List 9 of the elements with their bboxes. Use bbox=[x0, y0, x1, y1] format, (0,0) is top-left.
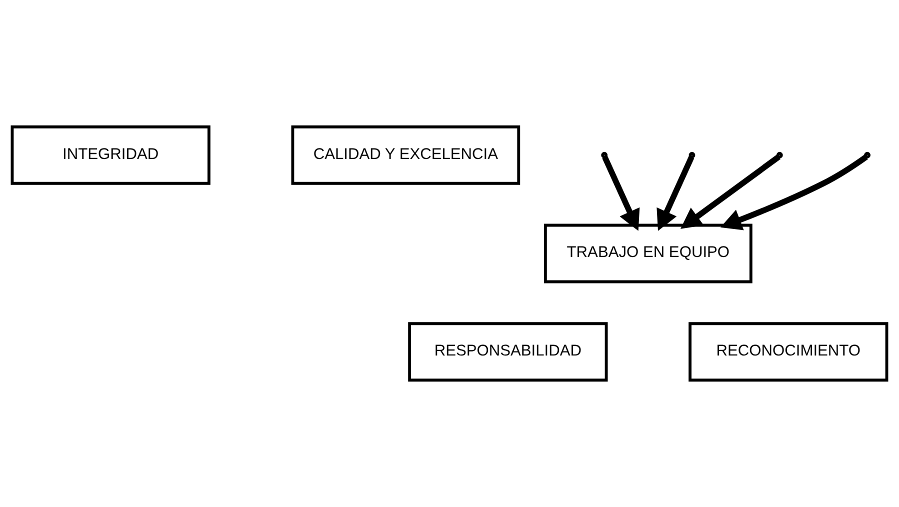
arrow bbox=[656, 156, 694, 231]
node-box: TRABAJO EN EQUIPO bbox=[544, 224, 752, 284]
node-box: INTEGRIDAD bbox=[10, 125, 210, 185]
arrow bbox=[720, 154, 868, 230]
arrow bbox=[680, 154, 781, 229]
node-box: RESPONSABILIDAD bbox=[408, 322, 608, 382]
node-box: RECONOCIMIENTO bbox=[688, 322, 888, 382]
arrow bbox=[602, 156, 640, 231]
node-box: CALIDAD Y EXCELENCIA bbox=[291, 125, 520, 185]
